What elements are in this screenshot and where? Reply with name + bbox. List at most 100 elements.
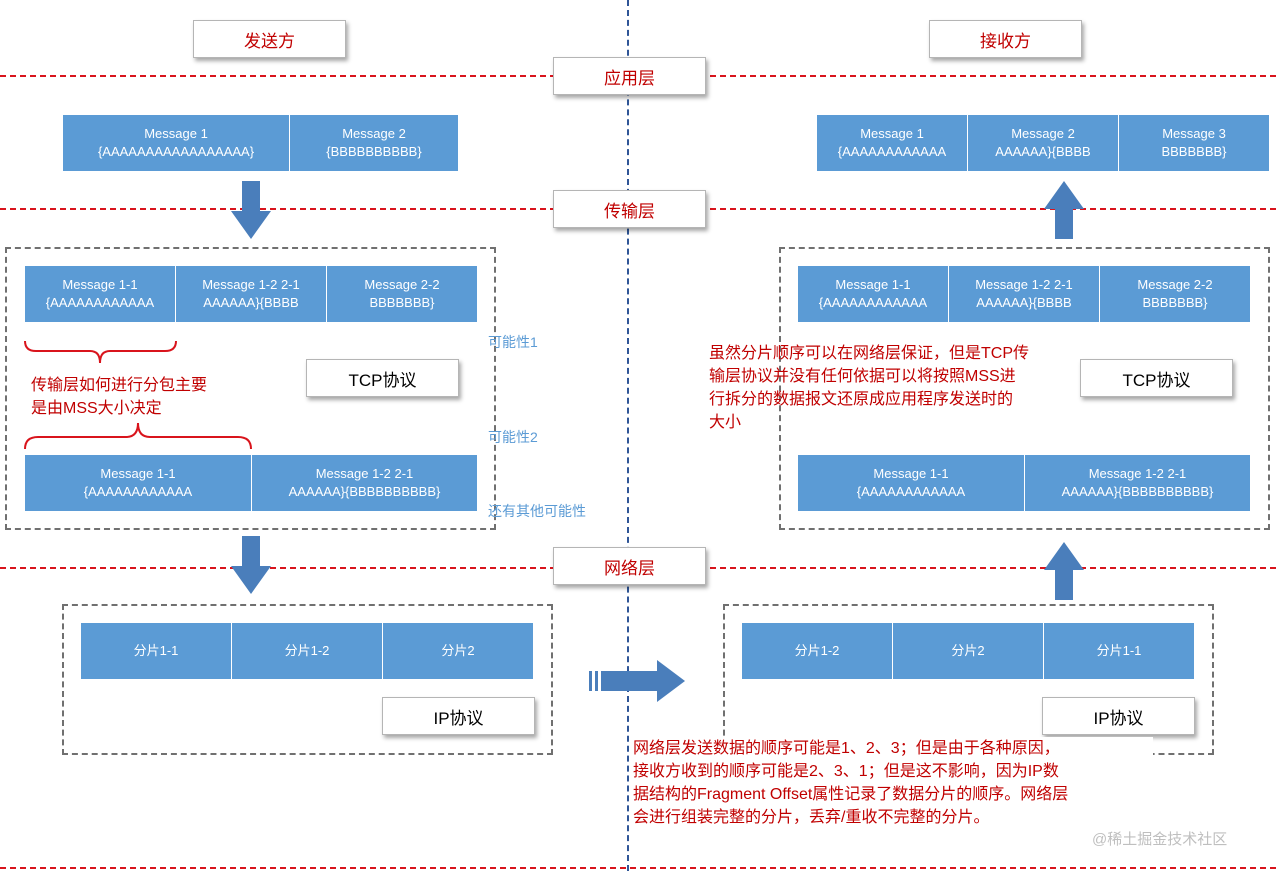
down-arrow-icon — [231, 536, 271, 594]
sender-tcp-protocol-label: TCP协议 — [306, 359, 459, 397]
segment-body: BBBBBBB} — [1142, 295, 1208, 310]
segment-body: AAAAAA}{BBBBBBBBBB} — [288, 484, 441, 499]
possibility-2-label: 可能性2 — [488, 429, 538, 445]
segment-title: Message 2 — [1011, 126, 1075, 141]
curly-brace-icon — [24, 422, 252, 450]
segment-title: Message 1-1 — [835, 277, 911, 292]
segment-title: Message 2-2 — [1137, 277, 1213, 292]
sender-ip-protocol-label: IP协议 — [382, 697, 535, 735]
sender-ip-box — [62, 604, 553, 755]
curly-brace-icon — [24, 340, 177, 364]
sender-tcp-box — [5, 247, 496, 530]
up-arrow-icon — [1044, 542, 1084, 600]
fragment-segment: 分片2 — [893, 623, 1044, 679]
message-segment: Message 1-1 {AAAAAAAAAAAA — [798, 455, 1025, 511]
segment-title: Message 1-2 2-1 — [975, 277, 1073, 292]
segment-title: Message 1-1 — [62, 277, 138, 292]
segment-title: Message 3 — [1162, 126, 1226, 141]
sender-label: 发送方 — [193, 20, 346, 58]
message-segment: Message 2 {BBBBBBBBBB} — [290, 115, 458, 171]
transport-layer-label: 传输层 — [553, 190, 706, 228]
watermark: @稀土掘金技术社区 — [1092, 831, 1228, 848]
message-segment: Message 2-2 BBBBBBB} — [327, 266, 477, 322]
segment-title: Message 1-1 — [873, 466, 949, 481]
segment-body: {AAAAAAAAAAAA — [856, 484, 966, 499]
segment-body: AAAAAA}{BBBB — [203, 295, 299, 310]
segment-body: {AAAAAAAAAAAA — [83, 484, 193, 499]
segment-body: BBBBBBB} — [1161, 144, 1227, 159]
message-segment: Message 1-1 {AAAAAAAAAAAA — [25, 266, 176, 322]
message-segment: Message 1-2 2-1 AAAAAA}{BBBB — [176, 266, 327, 322]
segment-body: AAAAAA}{BBBBBBBBBB} — [1061, 484, 1214, 499]
tcp-note-line: 虽然分片顺序可以在网络层保证，但是TCP传 — [709, 345, 1030, 362]
segment-body: AAAAAA}{BBBB — [976, 295, 1072, 310]
other-possibility-label: 还有其他可能性 — [488, 503, 586, 519]
message-segment: Message 1 {AAAAAAAAAAAA — [817, 115, 968, 171]
message-segment: Message 1-1 {AAAAAAAAAAAA — [798, 266, 949, 322]
mss-note-line: 传输层如何进行分包主要 — [31, 377, 208, 394]
bottom-layer-line — [0, 867, 1276, 869]
fragment-label: 分片1-2 — [794, 643, 840, 658]
sender-tcp-option2-strip: Message 1-1 {AAAAAAAAAAAA Message 1-2 2-… — [25, 455, 477, 511]
receiver-label: 接收方 — [929, 20, 1082, 58]
fragment-label: 分片2 — [951, 643, 985, 658]
segment-body: BBBBBBB} — [369, 295, 435, 310]
receiver-tcp-box — [779, 247, 1270, 530]
tcp-note-line: 大小 — [709, 414, 742, 431]
segment-title: Message 1-2 2-1 — [202, 277, 300, 292]
segment-body: AAAAAA}{BBBB — [995, 144, 1091, 159]
up-arrow-icon — [1044, 181, 1084, 239]
fragment-label: 分片1-1 — [133, 643, 179, 658]
segment-title: Message 1-1 — [100, 466, 176, 481]
segment-title: Message 1 — [860, 126, 924, 141]
sender-ip-fragment-strip: 分片1-1 分片1-2 分片2 — [81, 623, 533, 679]
receiver-tcp-option2-strip: Message 1-1 {AAAAAAAAAAAA Message 1-2 2-… — [798, 455, 1250, 511]
down-arrow-icon — [231, 181, 271, 239]
network-note-line: 网络层发送数据的顺序可能是1、2、3；但是由于各种原因， — [633, 740, 1060, 757]
application-layer-label: 应用层 — [553, 57, 706, 95]
fragment-segment: 分片1-1 — [1044, 623, 1194, 679]
fragment-segment: 分片1-2 — [232, 623, 383, 679]
message-segment: Message 1-2 2-1 AAAAAA}{BBBBBBBBBB} — [1025, 455, 1250, 511]
network-note-line: 据结构的Fragment Offset属性记录了数据分片的顺序。网络层 — [633, 786, 1069, 803]
fragment-segment: 分片2 — [383, 623, 533, 679]
network-note-line: 会进行组装完整的分片，丢弃/重收不完整的分片。 — [633, 809, 990, 826]
message-segment: Message 1-1 {AAAAAAAAAAAA — [25, 455, 252, 511]
message-segment: Message 1-2 2-1 AAAAAA}{BBBB — [949, 266, 1100, 322]
segment-title: Message 1-2 2-1 — [1088, 466, 1187, 481]
network-layer-label: 网络层 — [553, 547, 706, 585]
message-segment: Message 2-2 BBBBBBB} — [1100, 266, 1250, 322]
right-arrow-icon — [589, 660, 685, 702]
sender-receiver-divider — [627, 0, 629, 871]
segment-body: {AAAAAAAAAAAAAAAAA} — [97, 144, 255, 159]
receiver-app-message-strip: Message 1 {AAAAAAAAAAAA Message 2 AAAAAA… — [817, 115, 1269, 171]
receiver-ip-fragment-strip: 分片1-2 分片2 分片1-1 — [742, 623, 1194, 679]
possibility-1-label: 可能性1 — [488, 334, 538, 350]
mss-note-line: 是由MSS大小决定 — [31, 400, 162, 417]
fragment-segment: 分片1-2 — [742, 623, 893, 679]
message-segment: Message 2 AAAAAA}{BBBB — [968, 115, 1119, 171]
segment-title: Message 1-2 2-1 — [315, 466, 414, 481]
segment-title: Message 1 — [144, 126, 208, 141]
segment-title: Message 2 — [342, 126, 406, 141]
segment-body: {BBBBBBBBBB} — [326, 144, 422, 159]
tcp-note-line: 输层协议并没有任何依据可以将按照MSS进 — [709, 368, 1016, 385]
network-order-note: 网络层发送数据的顺序可能是1、2、3；但是由于各种原因， 接收方收到的顺序可能是… — [633, 737, 1153, 829]
network-note-line: 接收方收到的顺序可能是2、3、1；但是这不影响，因为IP数 — [633, 763, 1059, 780]
segment-body: {AAAAAAAAAAAA — [45, 295, 155, 310]
segment-title: Message 2-2 — [364, 277, 440, 292]
receiver-ip-protocol-label: IP协议 — [1042, 697, 1195, 735]
receiver-tcp-protocol-label: TCP协议 — [1080, 359, 1233, 397]
fragment-segment: 分片1-1 — [81, 623, 232, 679]
fragment-label: 分片1-2 — [284, 643, 330, 658]
tcp-note-line: 行拆分的数据报文还原成应用程序发送时的 — [709, 391, 1014, 408]
sender-tcp-option1-strip: Message 1-1 {AAAAAAAAAAAA Message 1-2 2-… — [25, 266, 477, 322]
receiver-tcp-option1-strip: Message 1-1 {AAAAAAAAAAAA Message 1-2 2-… — [798, 266, 1250, 322]
fragment-label: 分片2 — [441, 643, 475, 658]
sender-app-message-strip: Message 1 {AAAAAAAAAAAAAAAAA} Message 2 … — [63, 115, 458, 171]
tcp-reassembly-note: 虽然分片顺序可以在网络层保证，但是TCP传 输层协议并没有任何依据可以将按照MS… — [709, 342, 1089, 434]
mss-note: 传输层如何进行分包主要 是由MSS大小决定 — [31, 374, 291, 420]
segment-body: {AAAAAAAAAAAA — [837, 144, 947, 159]
message-segment: Message 3 BBBBBBB} — [1119, 115, 1269, 171]
message-segment: Message 1-2 2-1 AAAAAA}{BBBBBBBBBB} — [252, 455, 477, 511]
